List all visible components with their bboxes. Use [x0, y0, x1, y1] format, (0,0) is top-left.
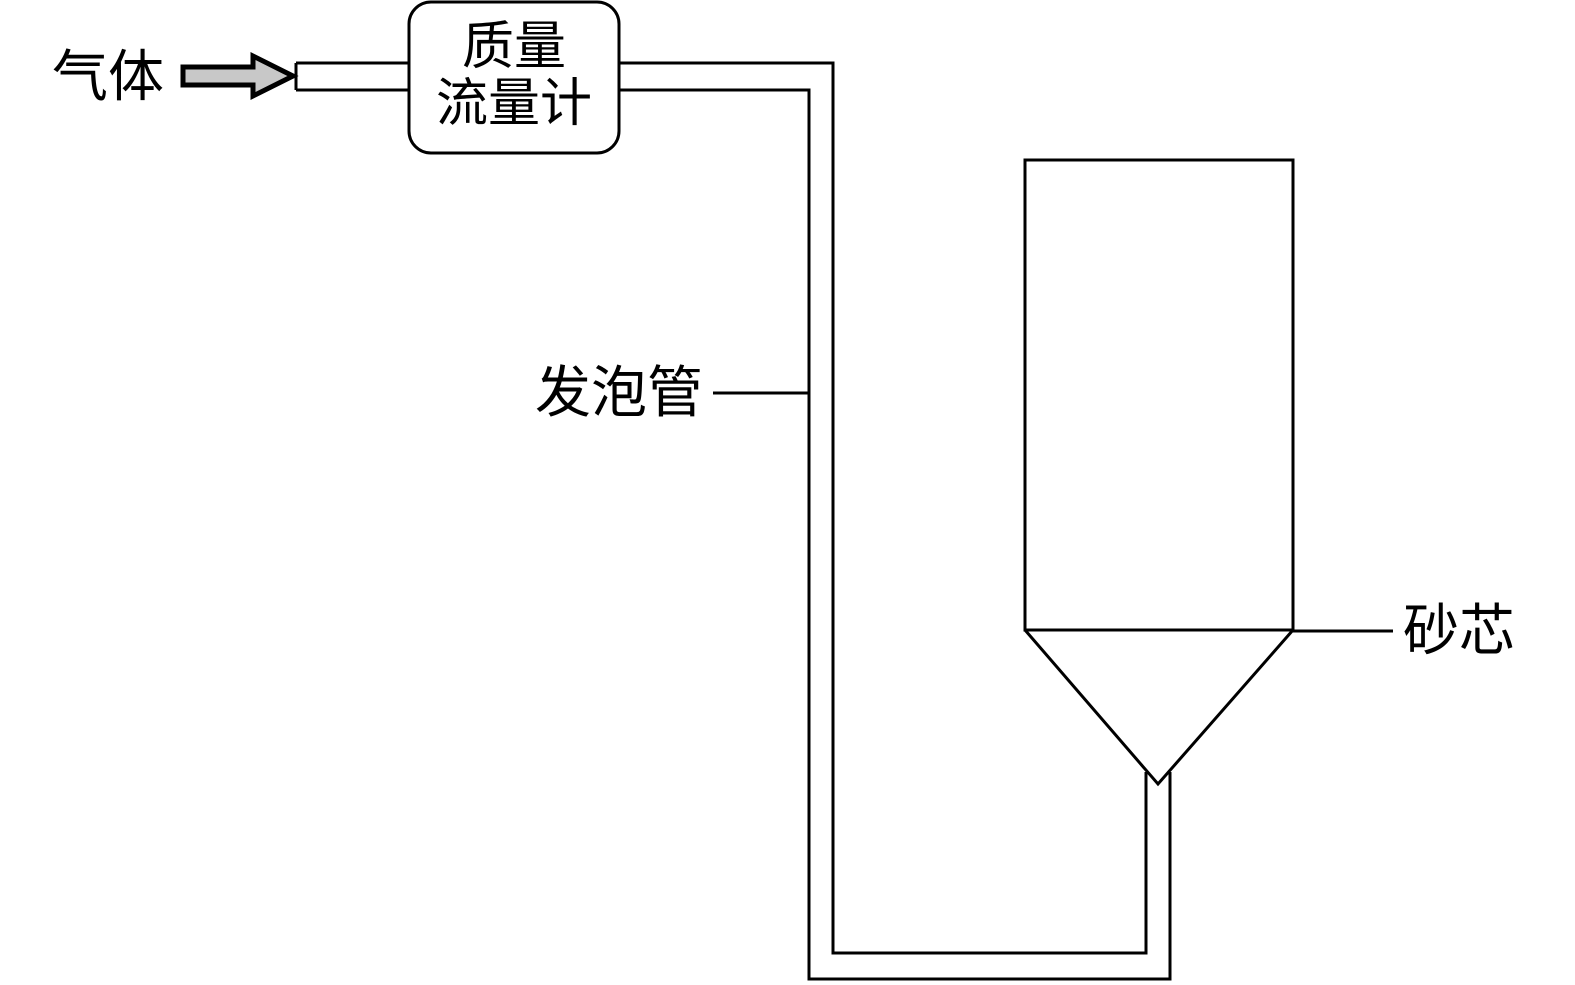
inlet-pipe: [294, 61, 410, 92]
gas-inlet-arrow-icon: [180, 51, 299, 101]
gas-label: 气体: [52, 45, 164, 110]
sand-core-label: 砂芯: [1403, 599, 1515, 664]
column-body: [1023, 158, 1295, 632]
foam-tube-label: 发泡管: [535, 361, 703, 426]
foam-tube-inner-wall: [619, 88, 1172, 981]
flowmeter-label-line2: 流量计: [436, 74, 592, 134]
flowmeter-label-line1: 质量: [462, 17, 566, 77]
column-cone-bottom: [1023, 629, 1295, 787]
foam-tube-outer-wall: [619, 61, 1148, 955]
mass-flow-meter-box: [407, 0, 621, 155]
